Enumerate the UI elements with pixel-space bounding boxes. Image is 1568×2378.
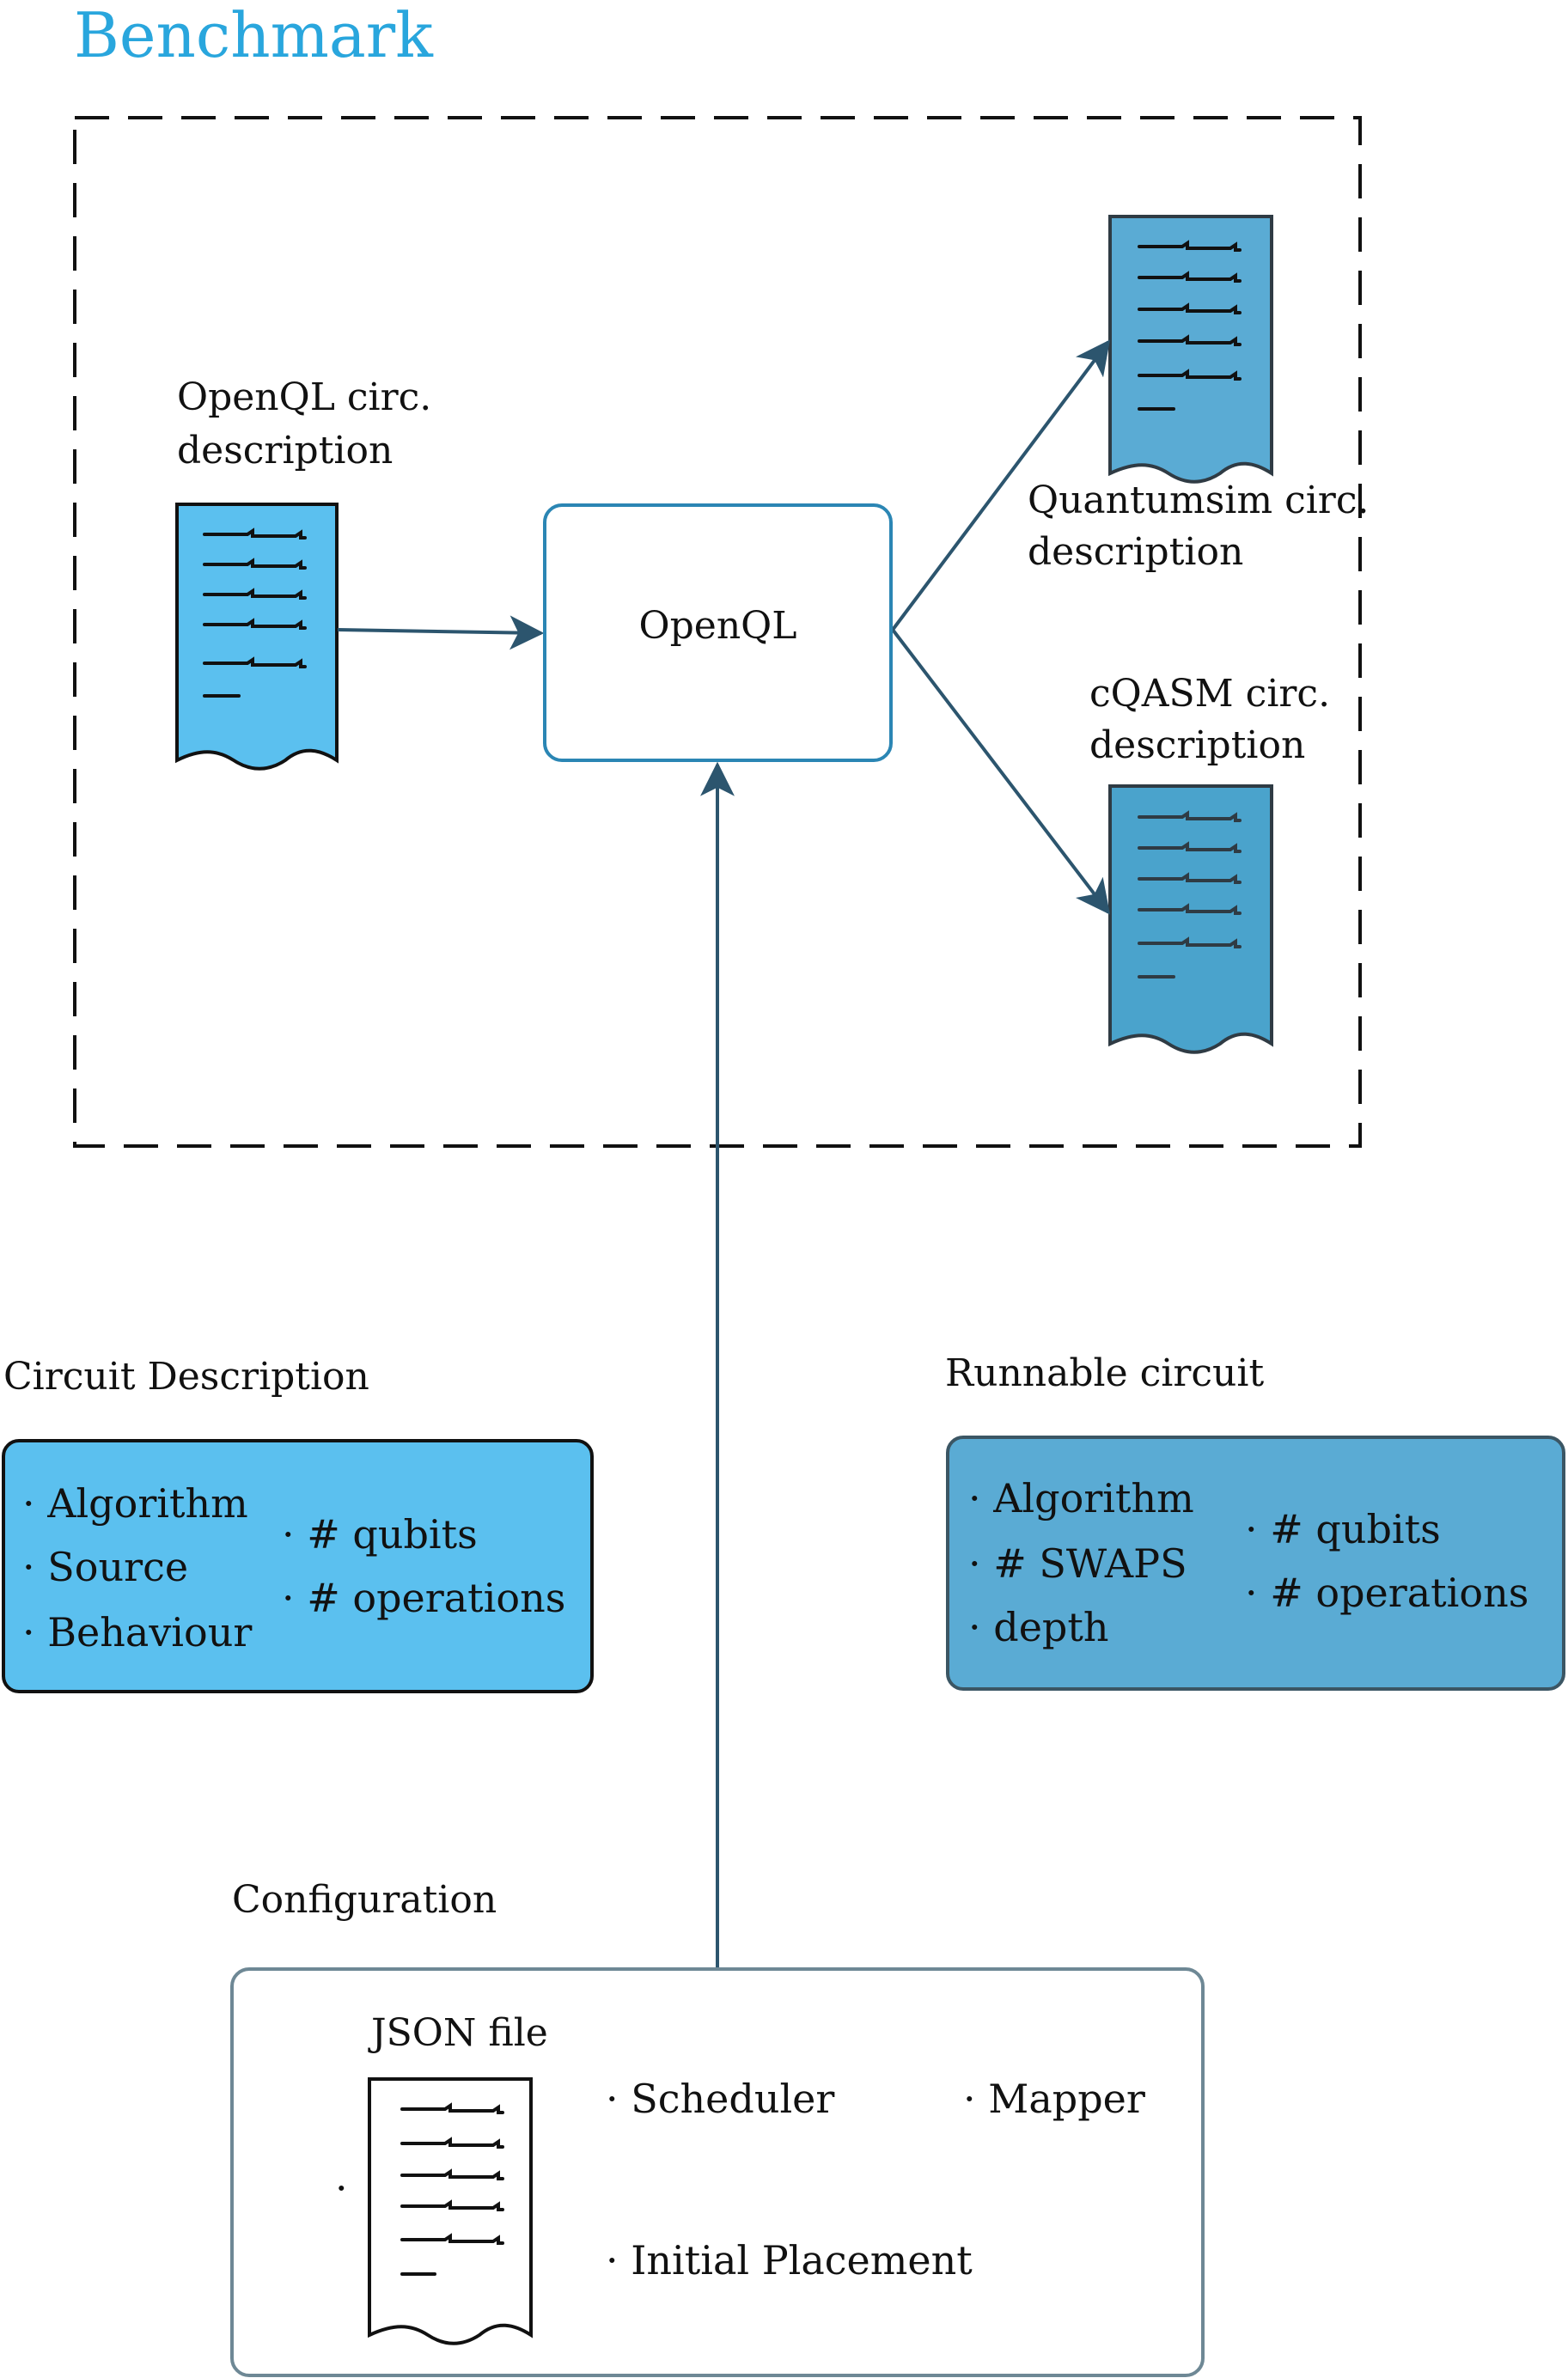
configuration-dot: · [335,2165,348,2211]
runnable-circuit-heading: Runnable circuit [945,1351,1265,1395]
arrow-openql-to-cqasm [891,628,1111,915]
cqasm-output-document-icon [1108,784,1273,1054]
runnable-circuit-item: · Algorithm [968,1475,1194,1521]
runnable-circuit-item: · # qubits [1245,1506,1441,1552]
circuit-description-panel: · Algorithm · Source · Behaviour · # qub… [2,1439,594,1693]
configuration-initial-placement: · Initial Placement [606,2237,973,2283]
runnable-circuit-panel: · Algorithm · # SWAPS · depth · # qubits… [946,1436,1565,1691]
openql-compiler-box: OpenQL [543,503,893,762]
arrow-input-to-openql [337,615,545,650]
quantumsim-label-line1: Quantumsim circ. [1028,479,1370,522]
runnable-circuit-item: · # SWAPS [968,1540,1187,1587]
openql-input-document-icon [175,503,339,771]
runnable-circuit-item: · # operations [1245,1570,1529,1616]
circuit-description-item: · # operations [282,1575,566,1621]
configuration-panel: JSON file · · Scheduler · Mapper · Initi… [230,1967,1205,2377]
circuit-description-item: · # qubits [282,1511,478,1558]
configuration-heading: Configuration [232,1878,497,1922]
quantumsim-output-document-icon [1108,215,1273,484]
cqasm-label-line1: cQASM circ. [1089,672,1331,716]
circuit-description-item: · Algorithm [22,1480,248,1527]
benchmark-title: Benchmark [74,0,433,71]
openql-input-label-line2: description [177,429,394,473]
cqasm-label-line2: description [1089,723,1306,767]
openql-input-label-line1: OpenQL circ. [177,375,432,419]
json-file-label: JSON file [371,2011,548,2055]
circuit-description-heading: Circuit Description [3,1355,369,1399]
runnable-circuit-item: · depth [968,1604,1109,1650]
circuit-description-item: · Source [22,1544,189,1590]
openql-box-label: OpenQL [638,604,797,648]
configuration-mapper: · Mapper [963,2076,1145,2122]
json-file-document-icon [368,2077,533,2345]
circuit-description-item: · Behaviour [22,1609,253,1655]
quantumsim-label-line2: description [1028,530,1244,574]
arrow-openql-to-quantumsim [891,339,1110,631]
configuration-scheduler: · Scheduler [606,2076,835,2122]
